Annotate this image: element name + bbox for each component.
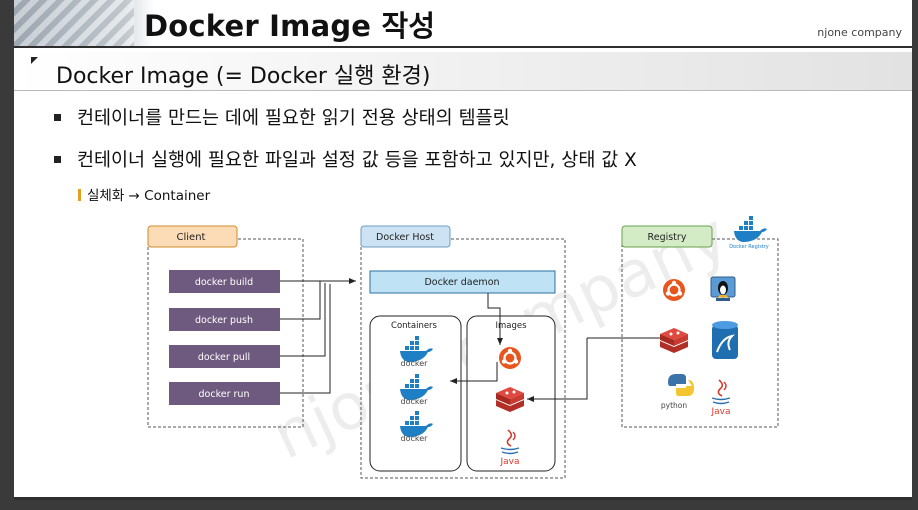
slide-bottom-rule bbox=[14, 497, 912, 500]
redis-icon bbox=[660, 328, 688, 353]
bullet-text: 컨테이너를 만드는 데에 필요한 읽기 전용 상태의 템플릿 bbox=[77, 108, 510, 129]
java-caption: Java bbox=[499, 457, 519, 467]
docker-host-header bbox=[360, 225, 451, 248]
sub-bullet-marker bbox=[78, 189, 81, 201]
brand-label: njone company bbox=[817, 26, 902, 39]
docker-build-button bbox=[169, 270, 280, 293]
subtitle-bar: Docker Image (= Docker 실행 환경) bbox=[14, 52, 912, 90]
command-label: docker build bbox=[195, 277, 253, 288]
command-label: docker push bbox=[195, 315, 253, 326]
bullet-square-icon bbox=[54, 155, 61, 163]
registry-panel bbox=[621, 238, 779, 428]
daemon-to-images-connector bbox=[487, 293, 503, 345]
docker-registry-logo-icon bbox=[734, 216, 767, 242]
registry-to-images-connector bbox=[527, 338, 588, 402]
ubuntu-icon bbox=[497, 345, 523, 371]
connectors bbox=[280, 278, 660, 402]
image-to-container-connector bbox=[450, 362, 498, 384]
client-label: Client bbox=[177, 232, 206, 243]
subtitle-corner-marker bbox=[31, 57, 38, 64]
sub-bullet-text: 실체화 → Container bbox=[87, 188, 211, 204]
images-label: Images bbox=[495, 321, 527, 331]
push-connector bbox=[280, 281, 321, 320]
bullet-square-icon bbox=[54, 113, 61, 121]
title-divider bbox=[14, 46, 912, 48]
docker-caption: docker bbox=[401, 434, 429, 443]
docker-host-label: Docker Host bbox=[376, 232, 434, 243]
docker-daemon-label: Docker daemon bbox=[424, 277, 499, 288]
ubuntu-icon bbox=[661, 277, 687, 303]
registry-label: Registry bbox=[648, 232, 687, 243]
subtitle: Docker Image (= Docker 실행 환경) bbox=[56, 64, 431, 89]
docker-pull-button bbox=[169, 345, 280, 368]
docker-architecture-diagram: Client docker build docker push docker p… bbox=[147, 216, 779, 479]
docker-registry-logo-text: Docker Registry bbox=[729, 244, 769, 250]
title-bar: Docker Image 작성 njone company bbox=[14, 0, 912, 46]
docker-host-panel bbox=[360, 238, 566, 479]
slide-title: Docker Image 작성 bbox=[144, 9, 436, 43]
client-header bbox=[147, 225, 238, 248]
pull-connector bbox=[280, 283, 326, 357]
title-decoration bbox=[14, 0, 134, 46]
sub-bullet: 실체화 → Container bbox=[78, 184, 210, 204]
java-icon bbox=[711, 379, 731, 405]
command-label: docker pull bbox=[198, 352, 250, 363]
java-caption: Java bbox=[710, 407, 730, 417]
command-label: docker run bbox=[199, 389, 250, 400]
python-caption: python bbox=[661, 401, 687, 410]
subtitle-divider bbox=[14, 90, 912, 91]
docker-caption: docker bbox=[401, 397, 429, 406]
linux-tux-icon bbox=[710, 276, 736, 301]
bullet-item: 컨테이너를 만드는 데에 필요한 읽기 전용 상태의 템플릿 bbox=[54, 104, 510, 130]
run-connector bbox=[280, 284, 331, 394]
containers-label: Containers bbox=[391, 321, 438, 331]
registry-header bbox=[621, 225, 713, 248]
bullet-item: 컨테이너 실행에 필요한 파일과 설정 값 등을 포함하고 있지만, 상태 값 … bbox=[54, 146, 637, 172]
docker-caption: docker bbox=[401, 359, 429, 368]
python-icon bbox=[668, 374, 694, 396]
bullet-text: 컨테이너 실행에 필요한 파일과 설정 값 등을 포함하고 있지만, 상태 값 … bbox=[77, 150, 637, 171]
docker-run-button bbox=[169, 382, 280, 405]
docker-push-button bbox=[169, 308, 280, 331]
slide: Docker Image 작성 njone company Docker Ima… bbox=[14, 0, 912, 500]
mysql-icon bbox=[712, 321, 738, 359]
docker-daemon-box bbox=[369, 270, 556, 294]
